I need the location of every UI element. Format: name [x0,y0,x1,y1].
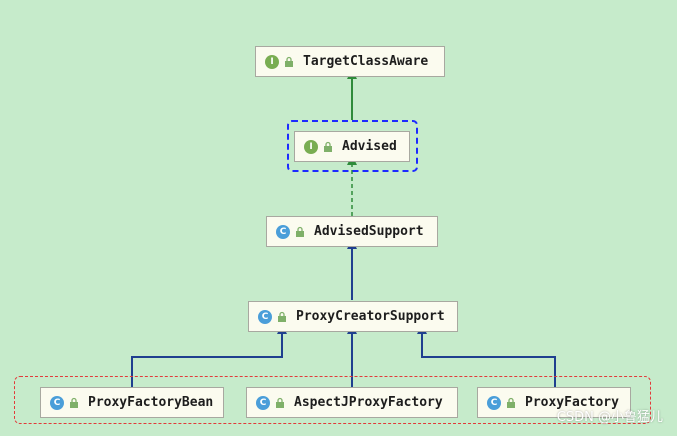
interface-icon: I [304,139,318,154]
lock-icon [324,141,332,152]
node-proxy-creator-support[interactable]: C ProxyCreatorSupport [248,301,458,332]
lock-icon [276,397,284,408]
node-aspectj-proxy-factory[interactable]: C AspectJProxyFactory [246,387,458,418]
class-icon: C [50,395,64,410]
node-label: TargetClassAware [303,54,429,69]
node-proxy-factory-bean[interactable]: C ProxyFactoryBean [40,387,224,418]
node-label: ProxyCreatorSupport [296,309,445,324]
lock-icon [296,226,304,237]
interface-icon: I [265,54,279,69]
class-icon: C [256,395,270,410]
class-icon: C [258,309,272,324]
node-label: Advised [342,139,397,154]
lock-icon [507,397,515,408]
class-icon: C [276,224,290,239]
node-advised-support[interactable]: C AdvisedSupport [266,216,438,247]
node-advised[interactable]: I Advised [294,131,410,162]
node-target-class-aware[interactable]: I TargetClassAware [255,46,445,77]
lock-icon [278,311,286,322]
node-label: AspectJProxyFactory [294,395,443,410]
node-label: ProxyFactoryBean [88,395,214,410]
edge-proxyfactorybean-to-proxycreatorsupport [131,324,287,387]
subclasses-group-box [14,376,651,424]
watermark-text: CSDN @小鲁猛儿 [556,410,663,425]
node-proxy-factory[interactable]: C ProxyFactory [477,387,631,418]
lock-icon [70,397,78,408]
advised-highlight-box [287,120,418,172]
lock-icon [285,56,293,67]
node-label: AdvisedSupport [314,224,424,239]
class-icon: C [487,395,501,410]
node-label: ProxyFactory [525,395,619,410]
edge-proxyfactory-to-proxycreatorsupport [417,324,556,387]
